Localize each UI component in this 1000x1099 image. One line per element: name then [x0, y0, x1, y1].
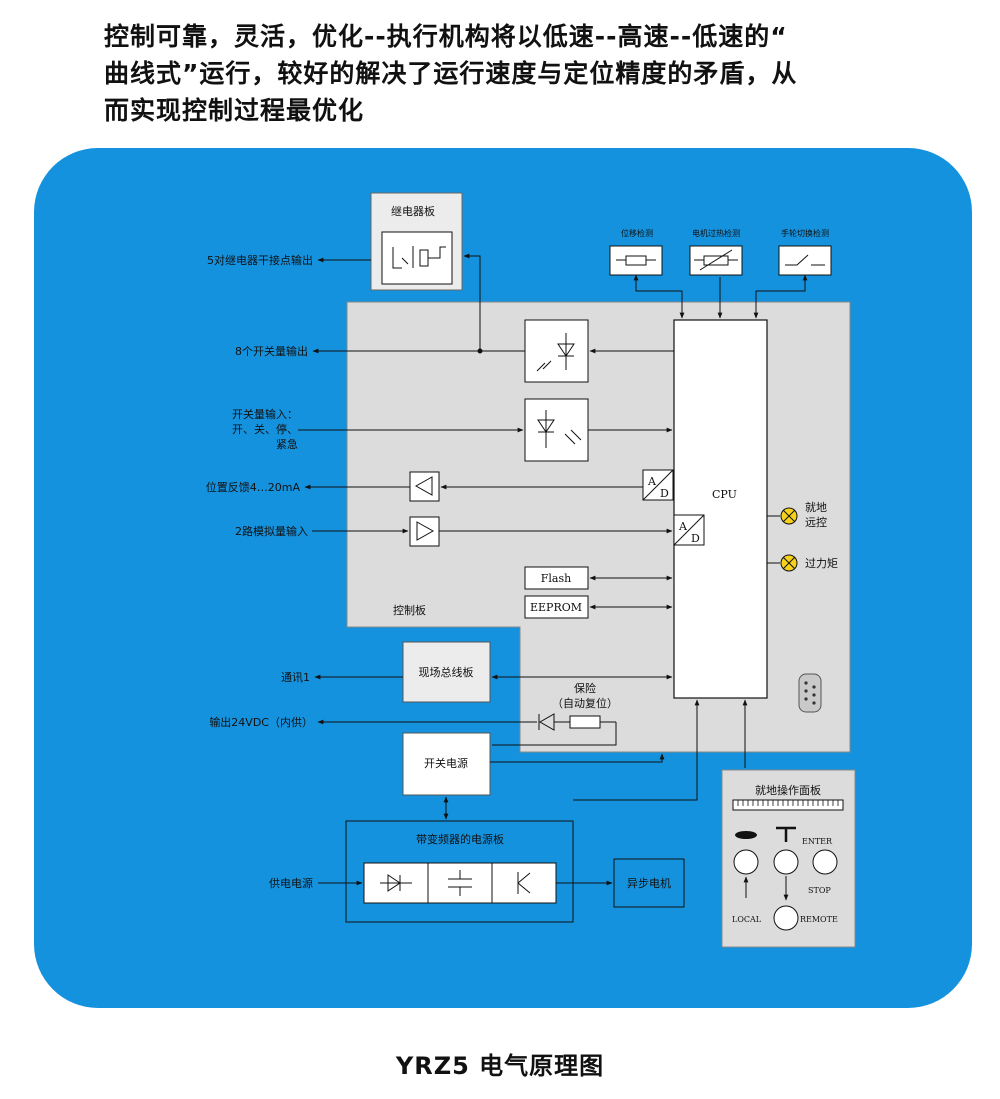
- cpu-label: CPU: [712, 488, 737, 501]
- ad-converter-1: A D: [642, 469, 674, 501]
- sensor-handwheel-switch: 手轮切换检测: [778, 228, 832, 276]
- fieldbus-board: [402, 641, 491, 703]
- sensor-displacement: 位移检测: [609, 228, 663, 276]
- indicator-local-label: 就地: [805, 500, 827, 514]
- eeprom-block: [524, 595, 589, 619]
- indicator-local-remote: 就地 远控: [767, 500, 827, 529]
- headline-line-1: 控制可靠，灵活，优化--执行机构将以低速--高速--低速的“: [104, 22, 788, 51]
- headline: 控制可靠，灵活，优化--执行机构将以低速--高速--低速的“ 曲线式”运行，较好…: [104, 18, 924, 129]
- fuse-label-2: （自动复位）: [552, 696, 618, 710]
- close-button[interactable]: [773, 849, 799, 875]
- sensor-motor-overheat: 电机过热检测: [689, 228, 743, 276]
- fuse-label-1: 保险: [574, 681, 596, 695]
- switch-input-line-1: 开关量输入：: [232, 407, 298, 421]
- fieldbus-board-label: 现场总线板: [419, 665, 474, 679]
- indicator-overtorque: 过力矩: [767, 554, 838, 572]
- cpu-block: [673, 319, 768, 699]
- open-button[interactable]: [733, 849, 759, 875]
- relay-output-label: 5对继电器干接点输出: [207, 253, 313, 267]
- input-amplifier: [409, 516, 440, 547]
- output-24v-label: 输出24VDC（内供）: [209, 715, 313, 729]
- local-label: LOCAL: [732, 915, 762, 924]
- sensor-overheat-label: 电机过热检测: [692, 228, 740, 238]
- open-symbol-icon: [735, 831, 757, 839]
- ad-a-label: A: [647, 475, 657, 488]
- ad-d-label: D: [660, 487, 669, 500]
- igbt-block: [491, 862, 557, 904]
- switching-psu-label: 开关电源: [424, 756, 468, 770]
- flash-label: Flash: [541, 572, 571, 585]
- serial-connector-icon: [798, 673, 822, 713]
- relay-board-label: 继电器板: [391, 204, 435, 218]
- power-supply-label: 供电电源: [269, 876, 313, 890]
- remote-label: REMOTE: [800, 915, 838, 924]
- close-symbol-icon: [776, 826, 796, 842]
- comm-label: 通讯1: [281, 671, 310, 684]
- headline-line-2: 曲线式”运行，较好的解决了运行速度与定位精度的矛盾，从: [104, 59, 798, 88]
- analog-input-label: 2路模拟量输入: [235, 524, 308, 538]
- stop-button[interactable]: [812, 849, 838, 875]
- local-remote-knob[interactable]: [773, 905, 799, 931]
- sensor-handwheel-label: 手轮切换检测: [781, 228, 829, 238]
- local-panel-title: 就地操作面板: [755, 783, 821, 797]
- indicator-overtorque-label: 过力矩: [805, 557, 838, 570]
- headline-line-3: 而实现控制过程最优化: [104, 96, 365, 125]
- position-feedback-label: 位置反馈4…20mA: [206, 480, 301, 494]
- capacitor-block: [427, 862, 493, 904]
- figure-caption: YRZ5 电气原理图: [395, 1052, 605, 1080]
- indicator-remote-label: 远控: [805, 515, 827, 529]
- fuse-icon: [569, 715, 601, 729]
- control-board-label: 控制板: [393, 603, 426, 617]
- stop-label: STOP: [808, 886, 831, 895]
- switch-output-label: 8个开关量输出: [235, 344, 308, 358]
- motor-label: 异步电机: [627, 876, 671, 890]
- sensor-displacement-label: 位移检测: [621, 228, 653, 238]
- ad-converter-2: A D: [673, 514, 705, 546]
- ad-a-label: A: [678, 520, 688, 533]
- inverter-power-board: [345, 820, 574, 923]
- optocoupler-output: [524, 319, 589, 383]
- async-motor: [613, 858, 685, 908]
- switching-psu: [402, 732, 491, 796]
- enter-label: ENTER: [802, 837, 833, 846]
- flash-block: [524, 566, 589, 590]
- inverter-board-label: 带变频器的电源板: [416, 832, 504, 846]
- ad-d-label: D: [691, 532, 700, 545]
- eeprom-label: EEPROM: [530, 601, 582, 614]
- switch-input-line-2: 开、关、停、: [232, 422, 298, 436]
- switch-input-line-3: 紧急: [276, 437, 298, 451]
- output-amplifier: [409, 471, 440, 502]
- optocoupler-input: [524, 398, 589, 462]
- relay-icon: [381, 231, 453, 285]
